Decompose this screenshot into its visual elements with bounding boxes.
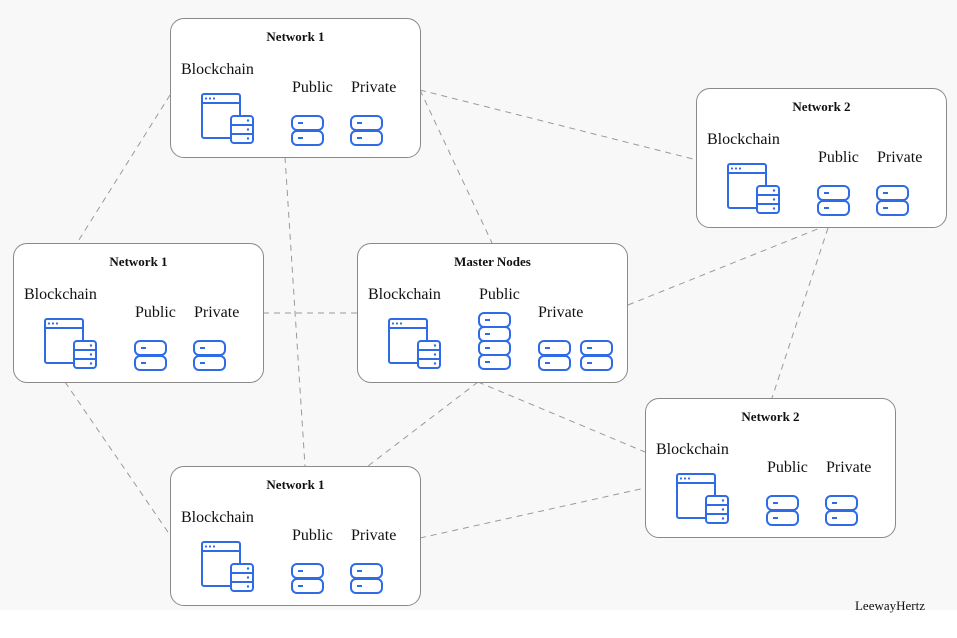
link-net1top-master — [419, 89, 493, 244]
link-net1bot-net2bot — [419, 487, 646, 539]
blockchain-label: Blockchain — [368, 286, 441, 303]
blockchain-label: Blockchain — [181, 61, 254, 78]
network-node: Network 2 Blockchain Public Private — [645, 398, 896, 538]
blockchain-icon — [44, 318, 97, 369]
link-net1top-net2top — [419, 89, 698, 161]
node-title: Network 2 — [792, 99, 851, 114]
blockchain-icon — [676, 473, 729, 524]
public-label: Public — [292, 79, 333, 96]
private-server-icon — [193, 340, 226, 371]
network-node: Network 2 Blockchain Public Private — [696, 88, 947, 228]
public-server-stack-icon — [478, 312, 511, 370]
blockchain-icon — [201, 541, 254, 592]
node-title: Network 2 — [741, 409, 800, 424]
public-server-icon — [291, 563, 324, 594]
private-server-icon — [538, 340, 571, 371]
blockchain-icon — [388, 318, 441, 369]
private-label: Private — [351, 79, 397, 96]
private-server-icon — [350, 563, 383, 594]
network-node: Network 1 Blockchain Public Private — [170, 18, 421, 158]
public-server-icon — [817, 185, 850, 216]
network-node: Network 1 Blockchain Public Private — [13, 243, 264, 383]
private-server-icon — [580, 340, 613, 371]
master-nodes-node: Master Nodes Blockchain Public Private — [357, 243, 628, 383]
node-title: Network 1 — [266, 477, 325, 492]
private-label: Private — [877, 149, 923, 166]
blockchain-label: Blockchain — [656, 441, 729, 458]
public-label: Public — [767, 459, 808, 476]
link-master-net1bot — [367, 381, 479, 467]
public-label: Public — [135, 304, 176, 321]
private-label: Private — [194, 304, 240, 321]
public-server-icon — [291, 115, 324, 146]
link-master-net2top — [627, 227, 821, 306]
public-label: Public — [818, 149, 859, 166]
blockchain-icon — [727, 163, 780, 214]
private-server-icon — [825, 495, 858, 526]
public-label: Public — [479, 286, 520, 303]
blockchain-label: Blockchain — [181, 509, 254, 526]
private-label: Private — [538, 304, 584, 321]
private-label: Private — [826, 459, 872, 476]
private-server-icon — [876, 185, 909, 216]
node-title: Network 1 — [109, 254, 168, 269]
link-net2top-net2bot — [771, 227, 829, 399]
link-net1top-net1mid — [76, 94, 171, 244]
blockchain-label: Blockchain — [24, 286, 97, 303]
footer-credit: LeewayHertz — [854, 598, 925, 613]
public-server-icon — [766, 495, 799, 526]
node-title: Master Nodes — [454, 254, 531, 269]
private-server-icon — [350, 115, 383, 146]
blockchain-icon — [201, 93, 254, 144]
link-master-net2bot — [477, 381, 646, 453]
node-title: Network 1 — [266, 29, 325, 44]
link-net1top-net1bot — [284, 156, 306, 467]
network-node: Network 1 Blockchain Public Private — [170, 466, 421, 606]
link-net1mid-net1bot — [64, 381, 171, 536]
public-label: Public — [292, 527, 333, 544]
private-label: Private — [351, 527, 397, 544]
blockchain-label: Blockchain — [707, 131, 780, 148]
public-server-icon — [134, 340, 167, 371]
